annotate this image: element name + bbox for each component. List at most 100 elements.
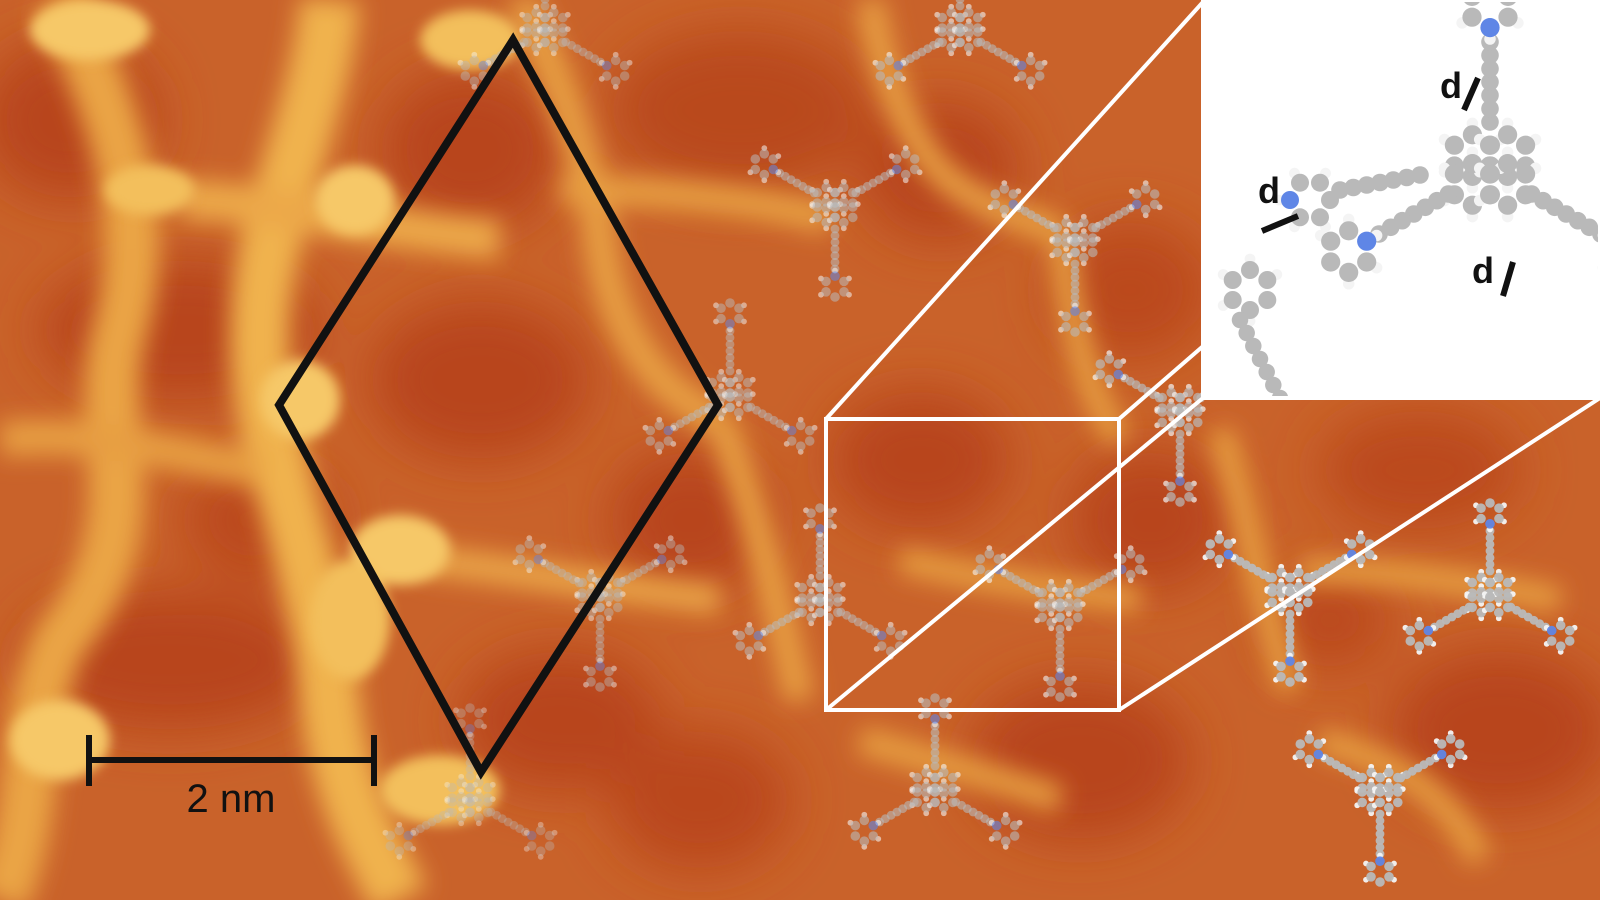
atom bbox=[1055, 657, 1065, 667]
distance-marker-2: d bbox=[1258, 170, 1300, 234]
atom bbox=[458, 806, 465, 812]
atom bbox=[1494, 513, 1504, 524]
atom bbox=[1485, 519, 1495, 529]
atom bbox=[447, 793, 458, 803]
atom bbox=[486, 807, 496, 817]
atom bbox=[1055, 624, 1065, 634]
atom bbox=[521, 827, 530, 837]
atom bbox=[485, 59, 492, 66]
atom bbox=[1070, 266, 1080, 276]
atom bbox=[939, 782, 949, 792]
atom bbox=[465, 797, 476, 807]
atom bbox=[894, 630, 905, 641]
atom bbox=[815, 503, 825, 513]
atom bbox=[1285, 677, 1295, 687]
atom bbox=[1055, 631, 1065, 641]
atom bbox=[622, 575, 631, 585]
atom bbox=[1134, 564, 1145, 575]
atom bbox=[550, 36, 557, 42]
atom bbox=[786, 436, 797, 446]
atom bbox=[975, 554, 986, 564]
atom bbox=[1304, 754, 1315, 765]
atom bbox=[1025, 76, 1036, 86]
atom bbox=[588, 615, 595, 622]
atom bbox=[891, 164, 902, 175]
atom bbox=[1357, 797, 1367, 808]
atom bbox=[1009, 831, 1020, 841]
atom bbox=[619, 591, 626, 597]
atom bbox=[604, 666, 614, 677]
atom bbox=[549, 7, 559, 18]
atom bbox=[519, 26, 526, 32]
atom bbox=[674, 554, 685, 565]
atom bbox=[815, 571, 825, 581]
atom bbox=[1285, 616, 1295, 626]
atom bbox=[471, 51, 478, 58]
atom bbox=[1375, 772, 1385, 783]
atom bbox=[474, 792, 484, 802]
atom bbox=[806, 518, 816, 529]
atom bbox=[930, 797, 940, 808]
atom bbox=[489, 796, 496, 802]
atom bbox=[1055, 602, 1065, 612]
atom bbox=[1311, 208, 1329, 227]
atom bbox=[797, 597, 807, 607]
atom bbox=[930, 714, 940, 724]
atom bbox=[1295, 739, 1306, 749]
atom bbox=[875, 71, 886, 81]
atom bbox=[465, 797, 475, 807]
atom bbox=[1516, 135, 1536, 155]
atom bbox=[465, 793, 476, 803]
scale-bar-label: 2 nm bbox=[187, 777, 276, 821]
atom bbox=[875, 60, 886, 71]
atom bbox=[839, 276, 849, 287]
atom bbox=[753, 630, 764, 641]
atom bbox=[396, 854, 403, 860]
atom bbox=[604, 677, 614, 687]
atom bbox=[1485, 566, 1495, 576]
atom bbox=[909, 164, 920, 175]
atom bbox=[639, 565, 649, 575]
atom bbox=[433, 814, 443, 824]
atom bbox=[768, 154, 779, 164]
atom bbox=[815, 538, 825, 548]
atom bbox=[604, 587, 614, 597]
atom bbox=[439, 810, 448, 820]
atom bbox=[478, 60, 489, 71]
atom bbox=[939, 767, 949, 778]
atom bbox=[474, 708, 484, 718]
distance-label-1: d bbox=[1440, 65, 1462, 106]
atom bbox=[744, 646, 755, 656]
atom bbox=[1079, 311, 1089, 322]
atom bbox=[1375, 787, 1385, 797]
atom bbox=[1516, 164, 1536, 184]
atom bbox=[743, 377, 753, 388]
atom bbox=[515, 554, 526, 565]
atom bbox=[1294, 582, 1304, 592]
atom bbox=[564, 26, 571, 32]
atom bbox=[1088, 247, 1098, 258]
atom bbox=[1294, 602, 1304, 613]
atom bbox=[1485, 546, 1495, 556]
atom bbox=[545, 561, 555, 571]
atom bbox=[1503, 592, 1513, 602]
atom bbox=[1070, 327, 1080, 337]
atom bbox=[1070, 272, 1080, 282]
atom bbox=[1481, 86, 1499, 105]
atom bbox=[973, 27, 983, 37]
atom bbox=[1079, 232, 1089, 242]
atom bbox=[540, 0, 550, 4]
atom bbox=[540, 12, 550, 23]
atom bbox=[839, 182, 849, 193]
atom bbox=[456, 792, 467, 802]
atom bbox=[551, 565, 561, 575]
atom bbox=[461, 781, 468, 788]
atom bbox=[577, 592, 587, 602]
atom bbox=[830, 224, 840, 234]
atom bbox=[674, 544, 685, 554]
atom bbox=[1125, 569, 1136, 580]
atom bbox=[848, 202, 858, 212]
atom bbox=[1070, 237, 1080, 247]
atom bbox=[1371, 173, 1389, 192]
atom bbox=[465, 703, 475, 713]
